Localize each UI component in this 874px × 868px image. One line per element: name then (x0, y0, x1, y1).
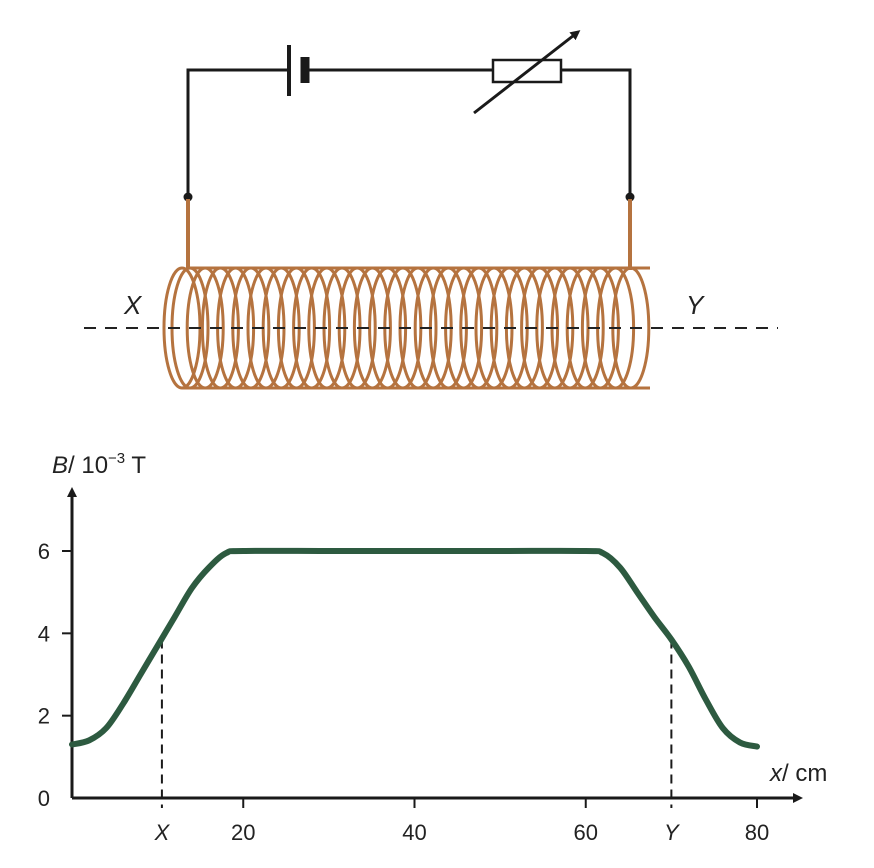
y-axis-exponent: −3 (108, 450, 125, 467)
solenoid-end-label-y: Y (686, 290, 705, 320)
x-tick-label: 40 (402, 820, 426, 845)
y-tick-label: 4 (38, 621, 50, 646)
y-axis-unit-tail: T (125, 452, 146, 479)
terminal-dot (625, 192, 635, 202)
circuit (183, 30, 635, 202)
marker-label: Y (664, 820, 680, 845)
x-tick-label: 80 (745, 820, 769, 845)
y-tick-label: 0 (38, 786, 50, 811)
y-tick-label: 6 (38, 539, 50, 564)
y-tick-label: 2 (38, 704, 50, 729)
y-axis-variable: B (52, 452, 68, 479)
y-axis-label: B/ 10−3 T (52, 450, 146, 479)
x-tick-label: 20 (231, 820, 255, 845)
circuit-wire (186, 68, 289, 197)
solenoid: X Y (84, 199, 778, 390)
x-tick-label: 60 (574, 820, 598, 845)
field-curve (69, 547, 760, 750)
y-axis-unit: / 10 (68, 452, 108, 479)
variable-resistor-arrow (473, 30, 581, 115)
x-axis-unit: / cm (782, 760, 827, 787)
y-ticks: 0 2 4 6 (38, 539, 72, 811)
marker-label: X (154, 820, 171, 845)
solenoid-end-label-x: X (123, 290, 143, 320)
x-axis-variable: x (769, 760, 783, 787)
circuit-wire (561, 68, 632, 197)
terminal-dot (183, 192, 193, 202)
x-ticks: 20 40 60 80 (231, 798, 769, 845)
x-axis-label: x/ cm (769, 760, 827, 787)
